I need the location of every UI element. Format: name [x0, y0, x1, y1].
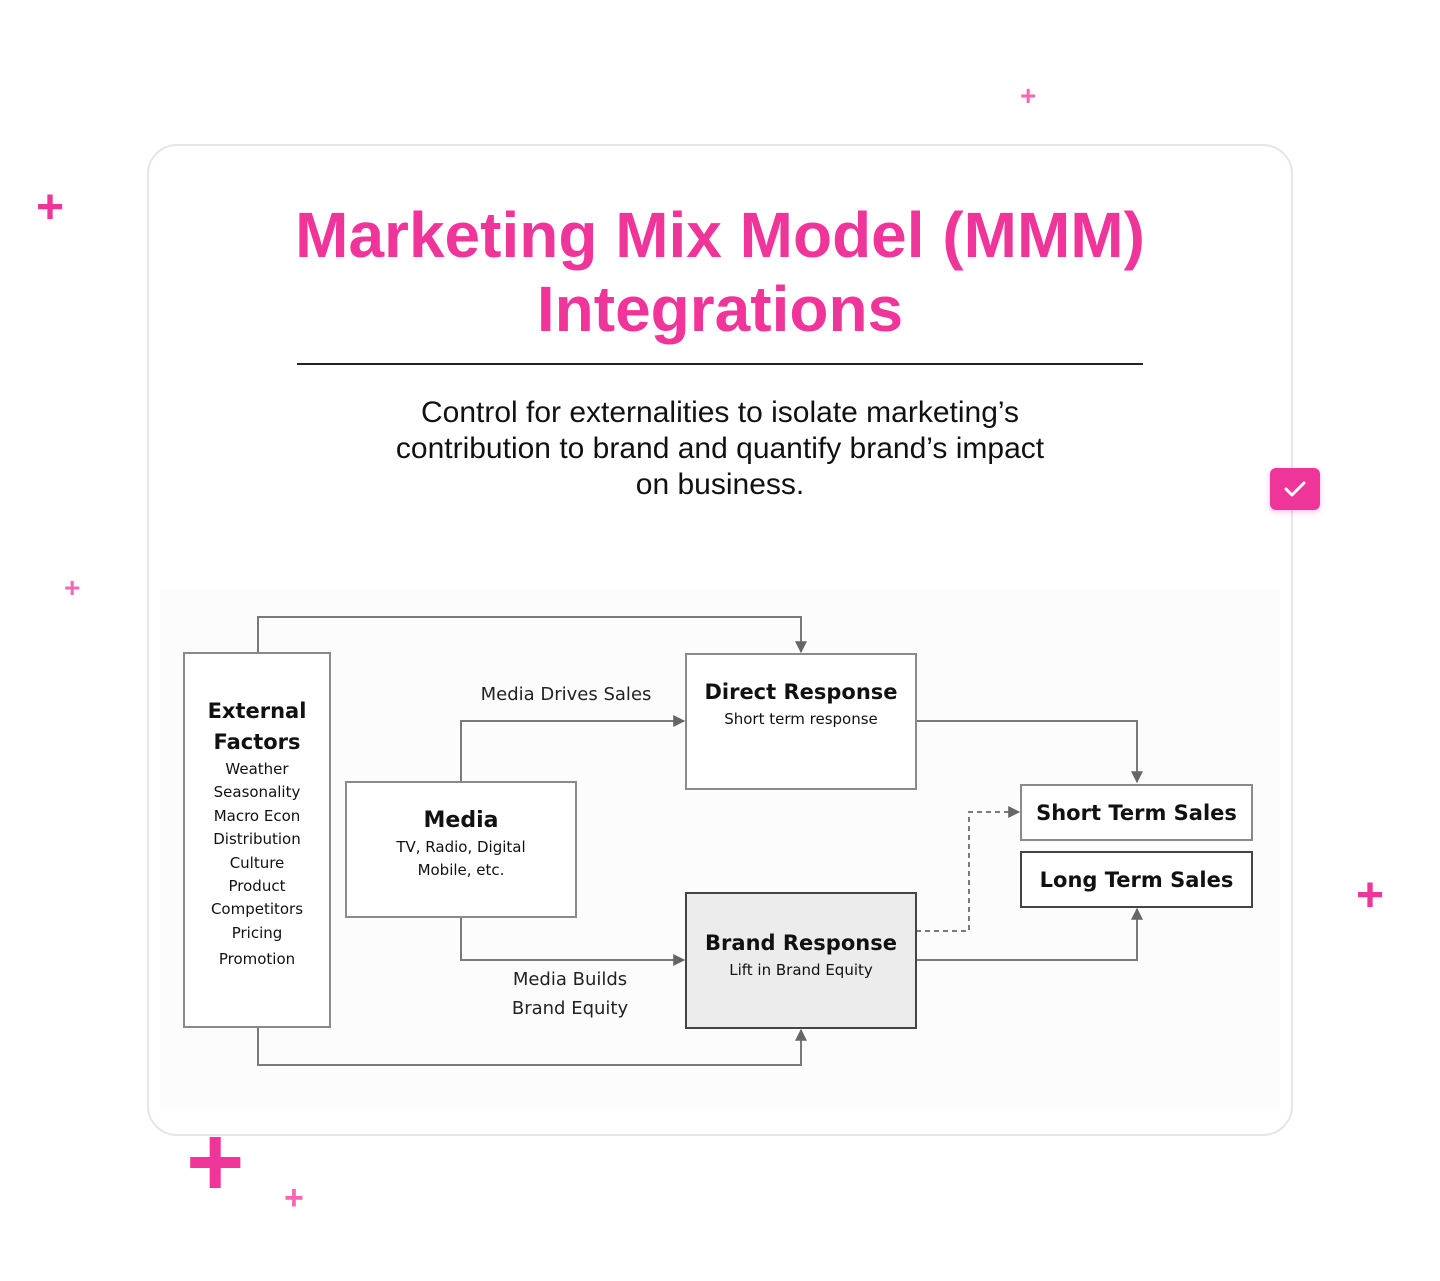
edge-label-line: Media Builds	[512, 969, 628, 990]
plus-icon: +	[64, 572, 81, 603]
subtitle-line: contribution to brand and quantify brand…	[395, 432, 1045, 465]
page-subtitle: Control for externalities to isolate mar…	[370, 395, 1070, 503]
connector-media-to-direct	[460, 715, 686, 781]
connector-external-to-brand	[257, 1027, 807, 1066]
plus-icon: +	[1020, 80, 1037, 111]
title-line: Marketing Mix Model (MMM)	[295, 199, 1145, 271]
title-line: Integrations	[536, 273, 904, 345]
external-factor-item: Product	[228, 877, 286, 896]
external-factors-title: Factors	[213, 730, 301, 754]
brand-response-title: Brand Response	[705, 931, 897, 955]
edge-label-media-builds-brand: Media Builds Brand Equity	[470, 965, 670, 1023]
external-factor-item: Promotion	[218, 950, 296, 969]
connector-brand-to-short-dashed	[916, 806, 1021, 932]
long-term-sales-title: Long Term Sales	[1039, 868, 1234, 892]
brand-response-box: Brand Response Lift in Brand Equity	[685, 892, 917, 1029]
connector-media-to-brand	[460, 917, 686, 966]
external-factor-item: Macro Econ	[213, 806, 301, 825]
direct-response-box: Direct Response Short term response	[685, 653, 917, 790]
media-title: Media	[423, 808, 499, 833]
external-factors-box: External Factors Weather Seasonality Mac…	[183, 652, 331, 1028]
subtitle-line: Control for externalities to isolate mar…	[420, 396, 1020, 429]
page-title: Marketing Mix Model (MMM) Integrations	[0, 198, 1440, 346]
title-divider	[297, 363, 1143, 365]
long-term-sales-box: Long Term Sales	[1020, 851, 1253, 908]
external-factor-item: Weather	[225, 760, 289, 778]
direct-response-subtitle: Short term response	[724, 710, 878, 728]
subtitle-line: on business.	[635, 468, 805, 501]
connector-brand-to-long	[916, 907, 1143, 961]
external-factor-item: Seasonality	[213, 783, 301, 802]
external-factor-item: Culture	[229, 853, 285, 872]
media-subtitle: Mobile, etc.	[417, 861, 505, 879]
check-badge	[1270, 468, 1320, 510]
edge-label-line: Brand Equity	[511, 998, 629, 1019]
short-term-sales-box: Short Term Sales	[1020, 784, 1253, 841]
plus-icon: +	[36, 181, 65, 234]
short-term-sales-title: Short Term Sales	[1036, 801, 1237, 825]
plus-icon: +	[1356, 869, 1385, 922]
external-factors-title: External	[207, 699, 307, 723]
external-factor-item: Competitors	[210, 900, 304, 919]
edge-label-media-drives-sales: Media Drives Sales	[480, 684, 652, 705]
external-factor-item: Distribution	[213, 830, 301, 849]
media-box: Media TV, Radio, Digital Mobile, etc.	[345, 781, 577, 918]
check-icon	[1284, 481, 1306, 497]
media-subtitle: TV, Radio, Digital	[396, 838, 526, 856]
direct-response-title: Direct Response	[704, 680, 898, 704]
brand-response-subtitle: Lift in Brand Equity	[729, 961, 873, 979]
connector-direct-to-short	[916, 720, 1143, 784]
external-factor-item: Pricing	[231, 923, 283, 942]
connector-external-to-direct	[257, 616, 807, 654]
plus-icon: +	[284, 1179, 304, 1217]
